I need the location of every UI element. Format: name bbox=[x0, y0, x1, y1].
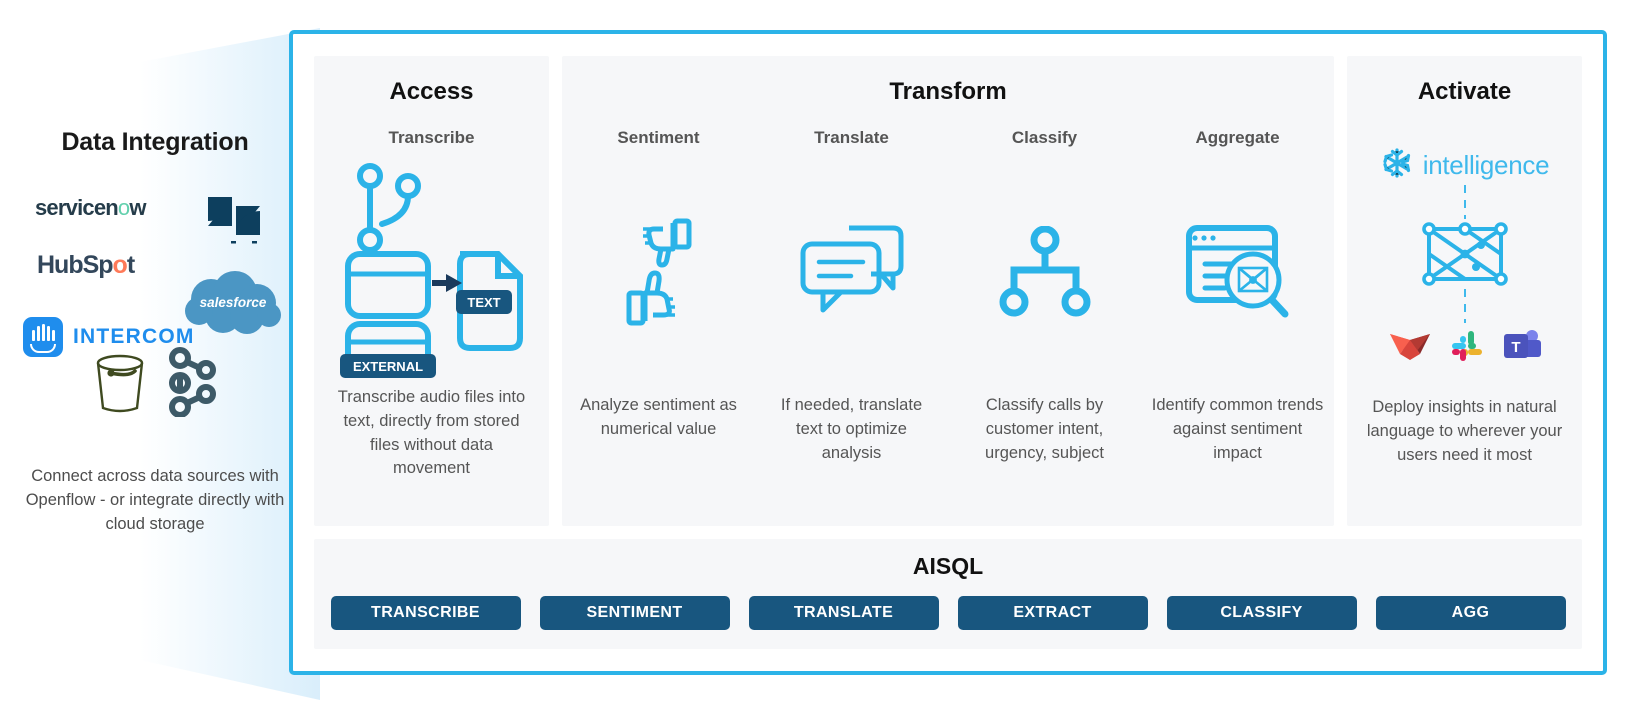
dashboard-search-icon bbox=[1183, 222, 1293, 327]
snowflake-intelligence-lockup: intelligence bbox=[1380, 146, 1550, 185]
stage-title-access: Access bbox=[389, 78, 474, 105]
stage-row: Access Transcribe bbox=[314, 56, 1582, 526]
source-logo-group: servicenow HubSpot INTERCOM bbox=[5, 179, 305, 429]
network-graph-icon bbox=[1419, 219, 1511, 289]
slack-icon bbox=[1448, 327, 1486, 370]
salesforce-label: salesforce bbox=[199, 295, 267, 310]
aisql-title: AISQL bbox=[912, 553, 984, 579]
feature-desc-transcribe: Transcribe audio files into text, direct… bbox=[337, 388, 526, 478]
data-integration-caption: Connect across data sources with Openflo… bbox=[25, 467, 285, 533]
stage-card-transform: Transform Sentiment bbox=[562, 56, 1334, 526]
feature-title-translate: Translate bbox=[814, 128, 889, 147]
zendesk-logo bbox=[203, 185, 265, 247]
feature-title-aggregate: Aggregate bbox=[1195, 128, 1280, 147]
data-integration-section: Data Integration servicenow HubSpot INTE… bbox=[0, 0, 310, 720]
feature-desc-activate: Deploy insights in natural language to w… bbox=[1366, 398, 1563, 464]
servicenow-label-accent: o bbox=[117, 195, 130, 220]
feature-desc-aggregate: Identify common trends against sentiment… bbox=[1151, 396, 1324, 462]
intercom-icon bbox=[23, 317, 63, 357]
hubspot-label-a: HubSp bbox=[37, 251, 114, 279]
thumbs-updown-icon bbox=[599, 217, 719, 332]
kafka-icon bbox=[165, 347, 221, 418]
connector-dashed-bottom bbox=[1463, 289, 1466, 323]
text-badge-label: TEXT bbox=[467, 295, 500, 310]
pipeline-panel: Access Transcribe bbox=[289, 30, 1607, 675]
feature-column-sentiment: Sentiment bbox=[562, 128, 755, 526]
servicenow-label-a: servicen bbox=[35, 195, 119, 220]
svg-text:T: T bbox=[1511, 339, 1520, 356]
hubspot-label-accent: o bbox=[112, 251, 128, 279]
aisql-chip-agg[interactable]: AGG bbox=[1375, 596, 1566, 630]
feature-column-translate: Translate bbox=[755, 128, 948, 526]
salesforce-logo: salesforce bbox=[185, 271, 281, 337]
looker-icon bbox=[1388, 328, 1432, 369]
feature-desc-translate: If needed, translate text to optimize an… bbox=[780, 396, 923, 462]
aisql-chip-translate[interactable]: TRANSLATE bbox=[748, 596, 939, 630]
hubspot-logo: HubSpot bbox=[37, 251, 135, 280]
aisql-function-list: TRANSCRIBE SENTIMENT TRANSLATE EXTRACT C… bbox=[330, 596, 1566, 630]
feature-title-transcribe: Transcribe bbox=[388, 128, 475, 147]
stage-title-transform: Transform bbox=[889, 78, 1007, 105]
servicenow-label-b: w bbox=[129, 195, 146, 220]
aisql-chip-extract[interactable]: EXTRACT bbox=[957, 596, 1148, 630]
feature-column-aggregate: Aggregate bbox=[1141, 128, 1334, 526]
feature-desc-classify: Classify calls by customer intent, urgen… bbox=[985, 396, 1104, 462]
intelligence-label: intelligence bbox=[1422, 150, 1550, 180]
snowflake-icon bbox=[1380, 146, 1414, 185]
external-badge-label: EXTERNAL bbox=[352, 359, 422, 374]
hubspot-label-b: t bbox=[126, 251, 135, 279]
destination-logo-group: T bbox=[1388, 327, 1542, 370]
feature-title-sentiment: Sentiment bbox=[617, 128, 700, 147]
page-title: Data Integration bbox=[61, 128, 249, 156]
stage-title-activate: Activate bbox=[1417, 78, 1512, 105]
stage-card-access: Access Transcribe bbox=[314, 56, 549, 526]
speech-bubbles-icon bbox=[797, 222, 907, 327]
servicenow-logo: servicenow bbox=[35, 195, 146, 221]
feature-desc-sentiment: Analyze sentiment as numerical value bbox=[580, 396, 737, 438]
feature-column-classify: Classify bbox=[948, 128, 1141, 526]
aisql-chip-classify[interactable]: CLASSIFY bbox=[1166, 596, 1357, 630]
stage-card-activate: Activate bbox=[1347, 56, 1582, 526]
connector-dashed-top bbox=[1463, 185, 1466, 219]
hierarchy-tree-icon bbox=[997, 225, 1093, 323]
aisql-chip-transcribe[interactable]: TRANSCRIBE bbox=[330, 596, 521, 630]
aisql-section: AISQL TRANSCRIBE SENTIMENT TRANSLATE EXT… bbox=[314, 539, 1582, 649]
transcribe-icon: TEXT EXTERNAL bbox=[332, 158, 532, 379]
intercom-label: INTERCOM bbox=[73, 325, 195, 348]
aisql-chip-sentiment[interactable]: SENTIMENT bbox=[539, 596, 730, 630]
funnel-background bbox=[0, 0, 320, 720]
feature-title-classify: Classify bbox=[1011, 128, 1078, 147]
microsoft-teams-icon: T bbox=[1502, 328, 1542, 369]
s3-bucket-icon bbox=[89, 351, 151, 415]
